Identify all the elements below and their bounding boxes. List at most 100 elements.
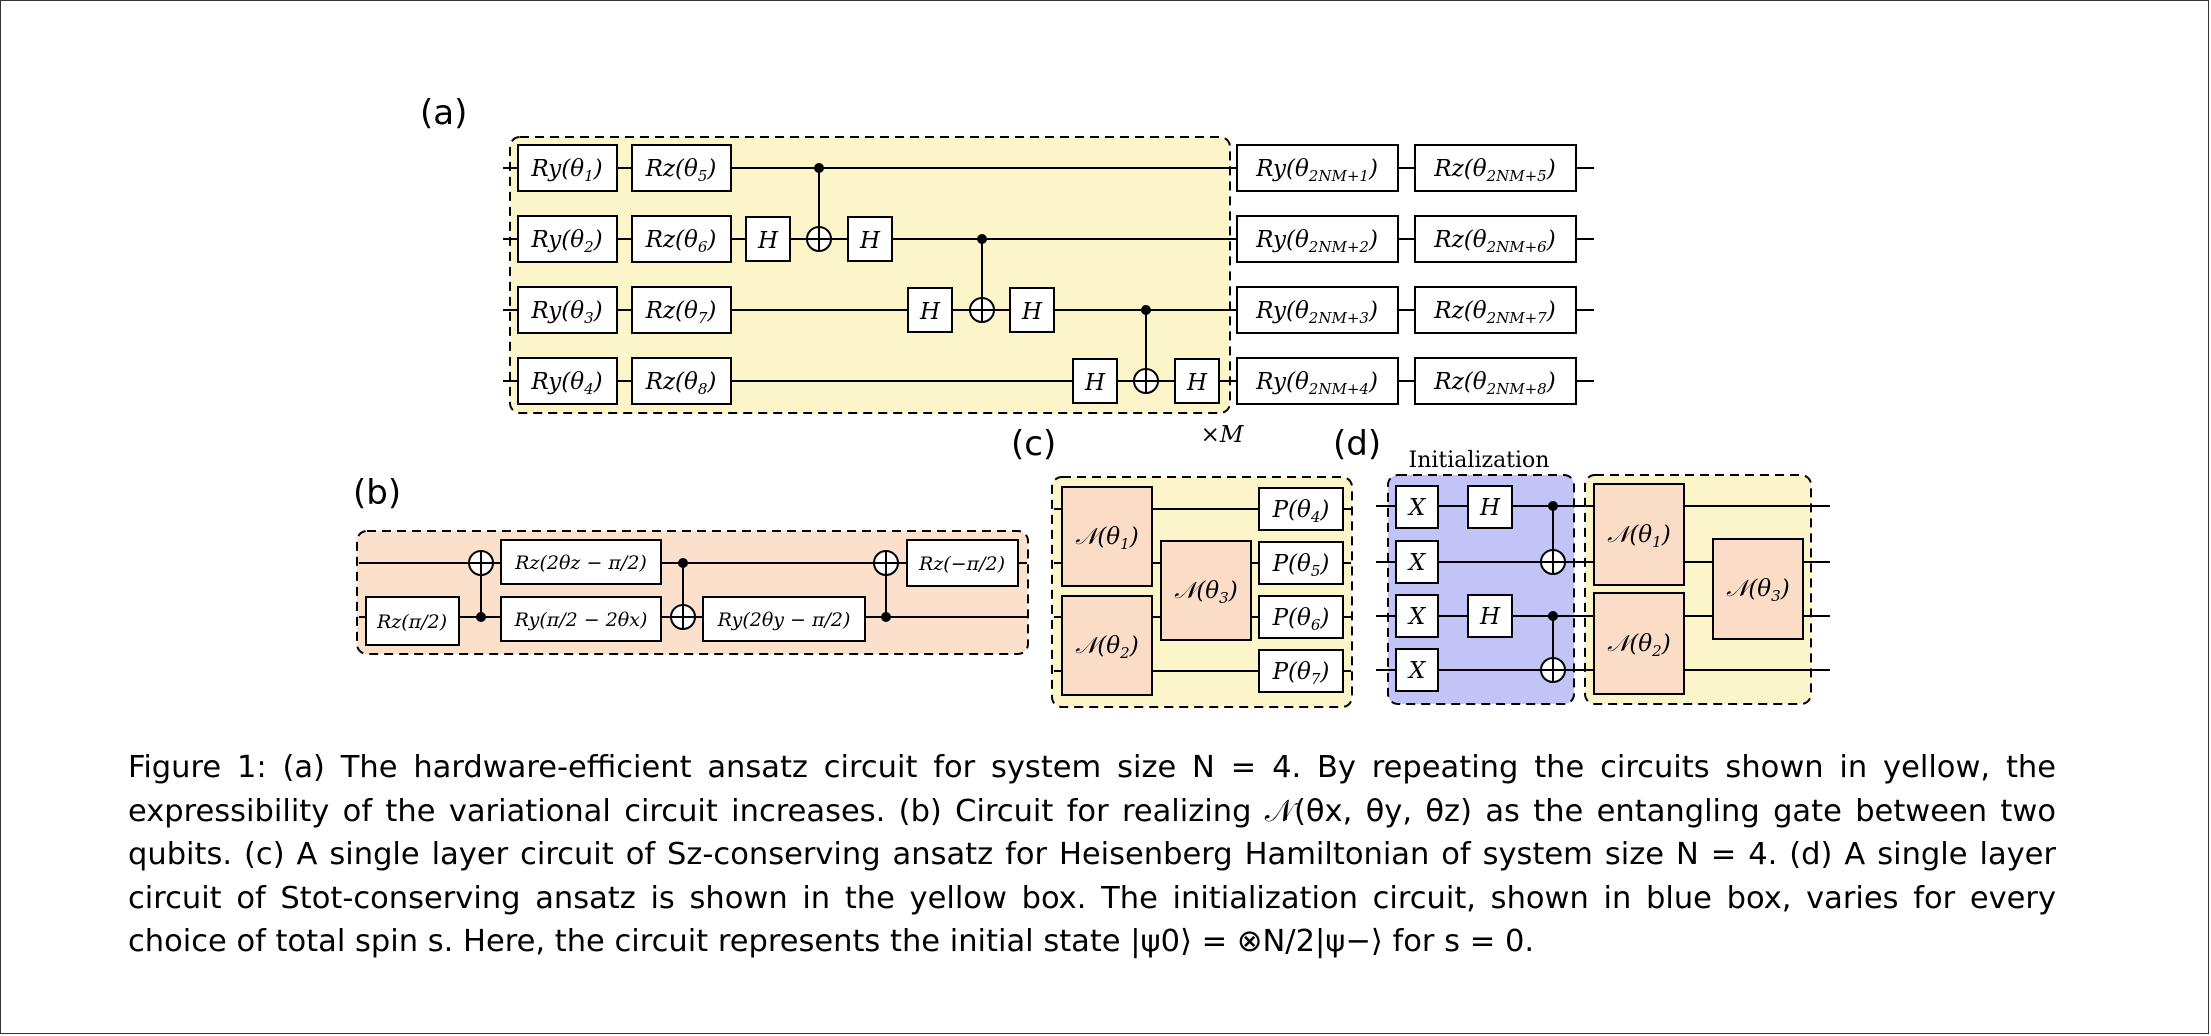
x-gate: X — [1395, 540, 1439, 584]
svg-text:Ry(θ2NM+4): Ry(θ2NM+4) — [1255, 369, 1378, 398]
svg-text:H: H — [1084, 370, 1106, 396]
panel-c-label: (c) — [1011, 424, 1056, 464]
repeat-block-yellow — [509, 136, 1231, 414]
panel-b: (b) Rz(π/2) Rz(2θz − π/2) Ry(π/2 − 2θx) … — [353, 473, 1029, 655]
svg-text:Ry(θ1): Ry(θ1) — [530, 156, 602, 185]
gate-ry-4: Ry(θ4) — [517, 357, 618, 405]
gate-rz-8: Rz(θ8) — [631, 357, 732, 405]
x-gate: X — [1395, 648, 1439, 692]
gate-rz-6: Rz(θ6) — [631, 215, 732, 263]
h-gate: H — [1009, 287, 1055, 333]
svg-text:Ry(θ2): Ry(θ2) — [530, 227, 602, 256]
svg-text:Ry(θ2NM+1): Ry(θ2NM+1) — [1255, 156, 1378, 185]
gate-rz-2nm8: Rz(θ2NM+8) — [1414, 357, 1577, 405]
svg-text:𝒩(θ1): 𝒩(θ1) — [1075, 524, 1138, 553]
svg-text:Ry(π/2 − 2θx): Ry(π/2 − 2θx) — [514, 609, 648, 631]
h-gate: H — [1174, 358, 1220, 404]
svg-text:P(θ6): P(θ6) — [1272, 605, 1330, 634]
gate-ry-2nm3: Ry(θ2NM+3) — [1236, 286, 1399, 334]
svg-text:Ry(θ2NM+2): Ry(θ2NM+2) — [1255, 227, 1378, 256]
gate-rz-pi2: Rz(π/2) — [365, 596, 460, 646]
svg-text:H: H — [1021, 299, 1043, 325]
p-gate-4: P(θ4) — [1258, 487, 1344, 531]
svg-text:X: X — [1407, 495, 1427, 521]
n-gate-1: 𝒩(θ1) — [1061, 486, 1153, 587]
svg-text:Rz(θ6): Rz(θ6) — [645, 227, 717, 256]
gate-rz-7: Rz(θ7) — [631, 286, 732, 334]
svg-text:H: H — [919, 299, 941, 325]
n-gate-3: 𝒩(θ3) — [1160, 540, 1252, 641]
entangling-ladder: H H H H H H — [745, 163, 1220, 404]
svg-text:Rz(θ2NM+6): Rz(θ2NM+6) — [1433, 227, 1555, 256]
svg-text:Rz(−π/2): Rz(−π/2) — [918, 553, 1005, 575]
cnot-b-1 — [468, 550, 494, 622]
svg-text:H: H — [1479, 495, 1501, 521]
gate-rz-2nm6: Rz(θ2NM+6) — [1414, 215, 1577, 263]
svg-text:P(θ7): P(θ7) — [1272, 659, 1330, 688]
rotation-gates-left: Ry(θ1) Rz(θ5) Ry(θ2) Rz(θ6) Ry(θ3) Rz(θ7… — [517, 144, 732, 405]
x-gate: X — [1395, 594, 1439, 638]
gate-ry-2: Ry(θ2) — [517, 215, 618, 263]
gate-ry-2nm1: Ry(θ2NM+1) — [1236, 144, 1399, 192]
svg-text:Ry(θ3): Ry(θ3) — [530, 298, 602, 327]
cnot-b-2 — [670, 558, 696, 630]
h-gate: H — [1467, 485, 1513, 529]
h-gate: H — [1072, 358, 1118, 404]
svg-text:X: X — [1407, 550, 1427, 576]
circuit-diagrams: (a) Ry(θ1) Rz(θ5) Ry(θ2) Rz(θ6) Ry(θ3) R… — [353, 93, 1830, 708]
gate-ry-1: Ry(θ1) — [517, 144, 618, 192]
svg-text:Rz(2θz − π/2): Rz(2θz − π/2) — [514, 552, 647, 574]
panel-c: (c) 𝒩(θ1) 𝒩(θ2) 𝒩(θ3) P(θ4) P(θ5) P(θ6) … — [1011, 424, 1353, 708]
n-gate-1: 𝒩(θ1) — [1593, 483, 1685, 586]
gate-rz-minus-pi2: Rz(−π/2) — [906, 539, 1019, 587]
svg-text:Rz(π/2): Rz(π/2) — [376, 611, 447, 633]
p-gate-5: P(θ5) — [1258, 541, 1344, 585]
panel-a: (a) Ry(θ1) Rz(θ5) Ry(θ2) Rz(θ6) Ry(θ3) R… — [420, 93, 1594, 448]
svg-text:H: H — [1479, 604, 1501, 630]
svg-text:P(θ4): P(θ4) — [1272, 497, 1330, 526]
gate-ry-2nm4: Ry(θ2NM+4) — [1236, 357, 1399, 405]
caption-text: Figure 1: (a) The hardware-efficient ans… — [128, 750, 2056, 959]
gate-ry-pi2-2theta-x: Ry(π/2 − 2θx) — [500, 596, 662, 642]
svg-text:Rz(θ8): Rz(θ8) — [645, 369, 717, 398]
gate-ry-3: Ry(θ3) — [517, 286, 618, 334]
p-gate-6: P(θ6) — [1258, 595, 1344, 639]
svg-text:Rz(θ2NM+7): Rz(θ2NM+7) — [1433, 298, 1555, 327]
svg-text:𝒩(θ3): 𝒩(θ3) — [1174, 578, 1237, 607]
h-gate: H — [745, 216, 791, 262]
panel-d: (d) Initialization X X X X H H 𝒩(θ1) 𝒩(θ… — [1333, 424, 1830, 705]
n-gate-2: 𝒩(θ2) — [1593, 592, 1685, 695]
p-gate-7: P(θ7) — [1258, 649, 1344, 693]
rotation-gates-right: Ry(θ2NM+1) Rz(θ2NM+5) Ry(θ2NM+2) Rz(θ2NM… — [1236, 144, 1577, 405]
gate-rz-2nm7: Rz(θ2NM+7) — [1414, 286, 1577, 334]
svg-text:Rz(θ7): Rz(θ7) — [645, 298, 717, 327]
repeat-m-label: ×M — [1201, 422, 1245, 448]
h-gate: H — [1467, 594, 1513, 638]
n-gate-3: 𝒩(θ3) — [1712, 538, 1804, 640]
svg-text:X: X — [1407, 658, 1427, 684]
panel-d-label: (d) — [1333, 424, 1381, 464]
gate-ry-2nm2: Ry(θ2NM+2) — [1236, 215, 1399, 263]
cnot-b-3 — [873, 550, 899, 622]
svg-text:Ry(θ2NM+3): Ry(θ2NM+3) — [1255, 298, 1378, 327]
svg-text:Rz(θ2NM+5): Rz(θ2NM+5) — [1433, 156, 1555, 185]
panel-a-label: (a) — [420, 93, 467, 133]
cnot-2-3 — [969, 234, 995, 323]
cnot-3-4 — [1133, 305, 1159, 394]
initialization-block-blue — [1387, 474, 1575, 705]
panel-b-label: (b) — [353, 473, 401, 513]
cnot-d-1 — [1540, 501, 1566, 575]
gate-ry-2theta-y: Ry(2θy − π/2) — [702, 596, 866, 642]
svg-text:𝒩(θ3): 𝒩(θ3) — [1726, 576, 1789, 605]
cnot-1-2 — [806, 163, 832, 252]
cnot-d-2 — [1540, 611, 1566, 683]
svg-text:Rz(θ5): Rz(θ5) — [645, 156, 717, 185]
svg-text:P(θ5): P(θ5) — [1272, 551, 1330, 580]
svg-text:𝒩(θ2): 𝒩(θ2) — [1075, 633, 1138, 662]
x-gate: X — [1395, 485, 1439, 529]
h-gate: H — [907, 287, 953, 333]
gate-rz-2theta-z: Rz(2θz − π/2) — [500, 539, 662, 585]
svg-text:𝒩(θ2): 𝒩(θ2) — [1607, 631, 1670, 660]
figure-caption: Figure 1: (a) The hardware-efficient ans… — [128, 746, 2056, 964]
svg-text:𝒩(θ1): 𝒩(θ1) — [1607, 522, 1670, 551]
